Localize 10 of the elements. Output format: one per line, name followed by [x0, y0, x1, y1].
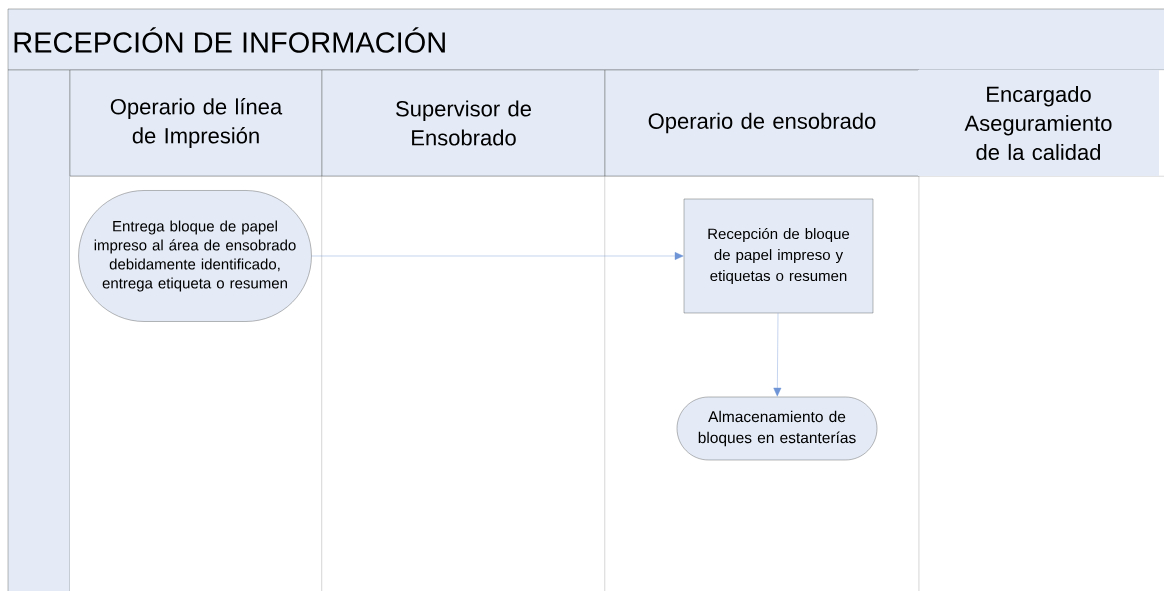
node-label: Encargado Aseguramiento de la calidad: [964, 85, 1112, 161]
lane-header: Operario de línea de Impresión: [69, 69, 323, 177]
terminator: Almacenamiento de bloques en estanterías: [676, 396, 878, 461]
title: RECEPCIÓN DE INFORMACIÓN: [14, 27, 445, 53]
arrow: [773, 313, 782, 397]
lane-header: Supervisor de Ensobrado: [321, 69, 606, 177]
lane-header: Operario de ensobrado: [604, 69, 920, 177]
process-box: Recepción de bloque de papel impreso y etiquetas o resumen: [683, 198, 874, 314]
lane-header: Encargado Aseguramiento de la calidad: [918, 70, 1159, 176]
arrow: [311, 252, 684, 260]
